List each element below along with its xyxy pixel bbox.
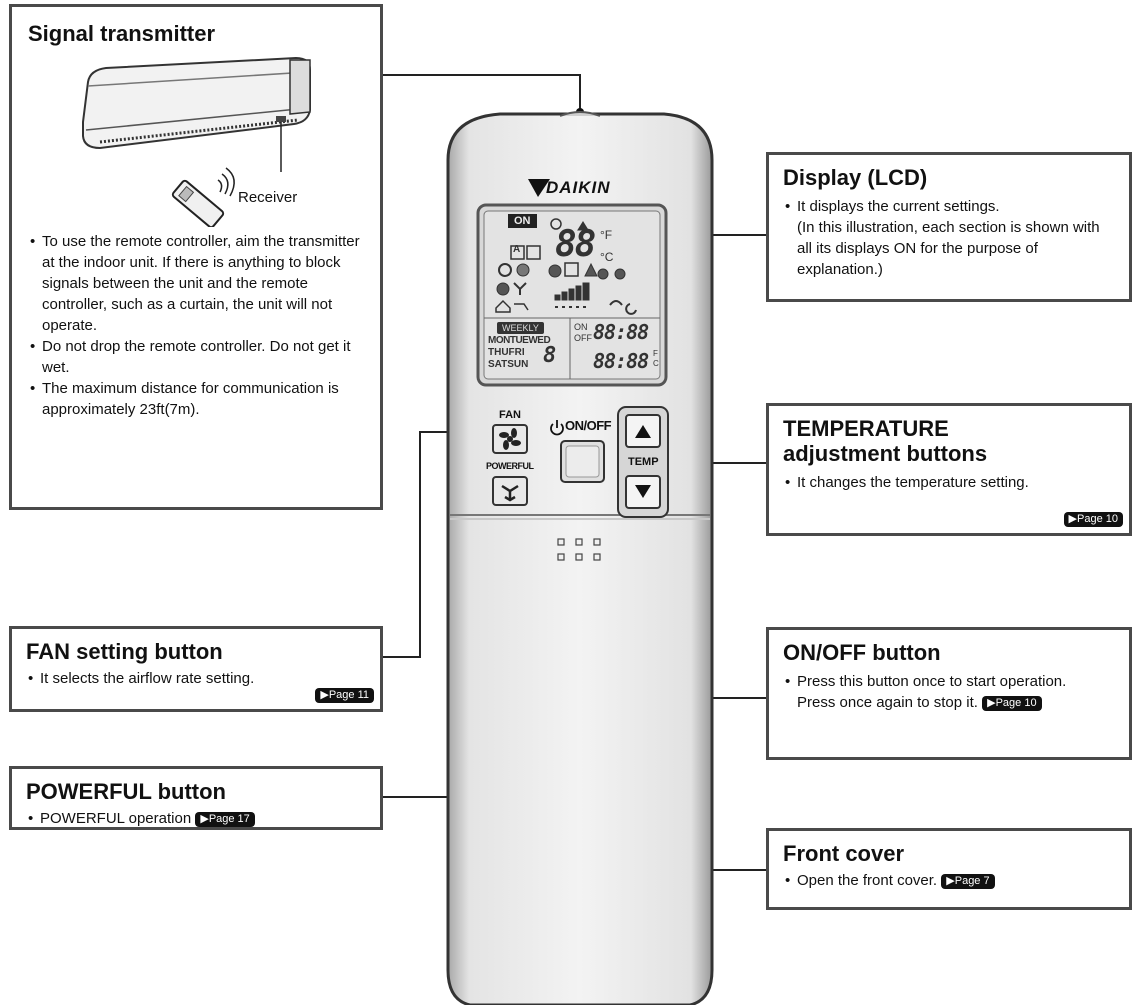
lcd-days-row2: THUFRI [488,347,525,358]
lcd-temperature: 88 [555,224,596,265]
display-lcd-box: Display (LCD) It displays the current se… [766,152,1132,302]
lcd-off-small: OFF [574,333,592,343]
temperature-title-line1: TEMPERATURE [783,416,949,441]
front-cover-title: Front cover [783,841,905,866]
signal-waves-icon [217,167,235,197]
powerful-button-label: POWERFUL [486,461,534,471]
fan-button-title: FAN setting button [26,639,223,664]
display-lcd-title: Display (LCD) [783,165,928,190]
signal-transmitter-box: Signal transmitter Receiver To use the r… [9,4,383,510]
signal-transmitter-bullet: Do not drop the remote controller. Do no… [28,336,364,378]
onoff-page-ref[interactable]: ▶Page 10 [982,696,1042,712]
brand-logo: DAIKIN [528,178,638,198]
temperature-title-line2: adjustment buttons [783,441,988,467]
fan-page-ref[interactable]: ▶Page 11 [315,688,374,703]
signal-transmitter-bullet: The maximum distance for communication i… [28,378,364,420]
front-cover-page-ref[interactable]: ▶Page 7 [941,874,995,890]
signal-transmitter-leader [381,74,581,112]
brand-text: DAIKIN [546,178,611,197]
powerful-button-title: POWERFUL button [26,779,226,804]
powerful-button-bullet: POWERFUL operation ▶Page 17 [26,808,368,829]
lcd-weekly-badge: WEEKLY [497,322,544,334]
fan-button-bullet: It selects the airflow rate setting. [26,668,368,689]
receiver-label: Receiver [238,189,298,206]
lcd-days-row3: SATSUN [488,359,529,370]
front-cover-box: Front cover Open the front cover. ▶Page … [766,828,1132,910]
lcd-time2: 88:88 [593,349,649,373]
fan-button-box: FAN setting button It selects the airflo… [9,626,383,712]
signal-transmitter-title: Signal transmitter [28,21,216,46]
onoff-button-label: ON/OFF [565,418,612,433]
daikin-triangle-icon [528,179,550,197]
lcd-day-digit: 8 [543,343,557,368]
lcd-time1: 88:88 [593,320,649,344]
temperature-bullet: It changes the temperature setting. [783,472,1117,493]
onoff-button-title: ON/OFF button [783,640,941,665]
front-cover-bullet: Open the front cover. ▶Page 7 [783,870,1117,891]
lcd-on-tag: ON [508,214,537,228]
lcd-unit-f: °F [600,228,613,242]
fan-button-label: FAN [499,409,521,421]
signal-transmitter-dot [576,108,584,116]
lcd-unit-c: °C [600,250,614,264]
lcd-unit-c2: C [653,359,659,368]
fan-leader [381,431,497,658]
signal-transmitter-bullet: To use the remote controller, aim the tr… [28,231,364,336]
onoff-leader [577,490,768,699]
onoff-button-box: ON/OFF button Press this button once to … [766,627,1132,760]
lcd-days-row1: MONTUEWED [488,335,551,346]
lcd-on-small: ON [574,322,588,332]
powerful-leader [381,498,514,798]
receiver-sensor [276,116,286,123]
display-lcd-bullet: It displays the current settings. (In th… [783,196,1117,280]
lcd-unit-f2: F [653,349,658,358]
powerful-button-box: POWERFUL button POWERFUL operation ▶Page… [9,766,383,830]
signal-transmitter-bullets: To use the remote controller, aim the tr… [28,231,364,420]
handheld-remote-icon [171,180,225,228]
temp-button-label: TEMP [628,456,659,468]
onoff-button-bullet: Press this button once to start operatio… [783,671,1117,713]
powerful-page-ref[interactable]: ▶Page 17 [195,812,255,828]
lcd-a-label: A [513,244,521,255]
temperature-buttons-box: TEMPERATURE adjustment buttons It change… [766,403,1132,536]
temperature-page-ref[interactable]: ▶Page 10 [1063,512,1123,527]
front-cover-dot [652,866,660,874]
indoor-unit [82,57,311,150]
indoor-unit-illustration [82,57,311,228]
